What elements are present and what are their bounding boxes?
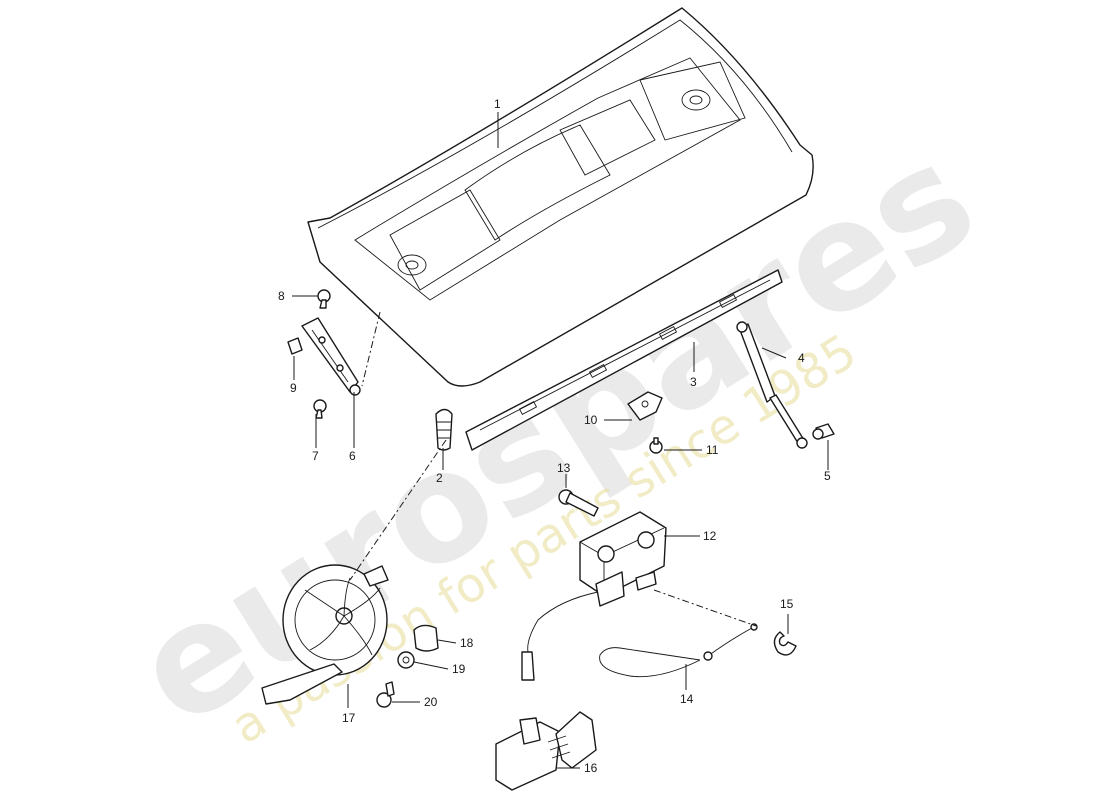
callout-17: 17	[342, 711, 356, 725]
callouts: 1 2 3 4 5 6 7 8 9 10 11 12 13 14 15 16 1…	[278, 97, 831, 775]
screw-11	[649, 437, 663, 454]
callout-10: 10	[584, 413, 598, 427]
bolt-13	[558, 489, 599, 517]
callout-8: 8	[278, 289, 285, 303]
release-cable	[527, 591, 599, 653]
callout-20: 20	[424, 695, 438, 709]
callout-2: 2	[436, 471, 443, 485]
bolt-7	[313, 399, 327, 419]
bracket-10	[627, 391, 663, 421]
bolt-8	[317, 289, 331, 309]
callout-12: 12	[703, 529, 717, 543]
callout-5: 5	[824, 469, 831, 483]
callout-9: 9	[290, 381, 297, 395]
lid-lock	[579, 511, 667, 607]
bushing-18	[413, 624, 439, 652]
gas-strut	[736, 321, 808, 449]
cable-connector	[521, 651, 535, 681]
ball-stud	[812, 423, 835, 440]
seal-strip	[465, 269, 783, 451]
callout-18: 18	[460, 636, 474, 650]
callout-6: 6	[349, 449, 356, 463]
callout-7: 7	[312, 449, 319, 463]
hinge-bracket	[301, 317, 361, 396]
callout-14: 14	[680, 692, 694, 706]
callout-19: 19	[452, 662, 466, 676]
fan-17	[261, 564, 389, 705]
callout-1: 1	[494, 97, 501, 111]
callout-13: 13	[557, 461, 571, 475]
bump-stop	[435, 408, 453, 451]
clip-15	[773, 631, 797, 656]
callout-3: 3	[690, 375, 697, 389]
leader-lines	[292, 112, 829, 769]
cap-9	[287, 337, 303, 355]
release-cable-loop	[599, 623, 758, 678]
callout-15: 15	[780, 597, 794, 611]
switch-16	[495, 711, 597, 791]
callout-16: 16	[584, 761, 598, 775]
nut-19	[397, 651, 415, 669]
assembly-lines	[349, 311, 757, 627]
screw-20	[376, 681, 395, 708]
callout-4: 4	[798, 351, 805, 365]
callout-11: 11	[706, 443, 719, 457]
front-lid	[307, 7, 814, 387]
